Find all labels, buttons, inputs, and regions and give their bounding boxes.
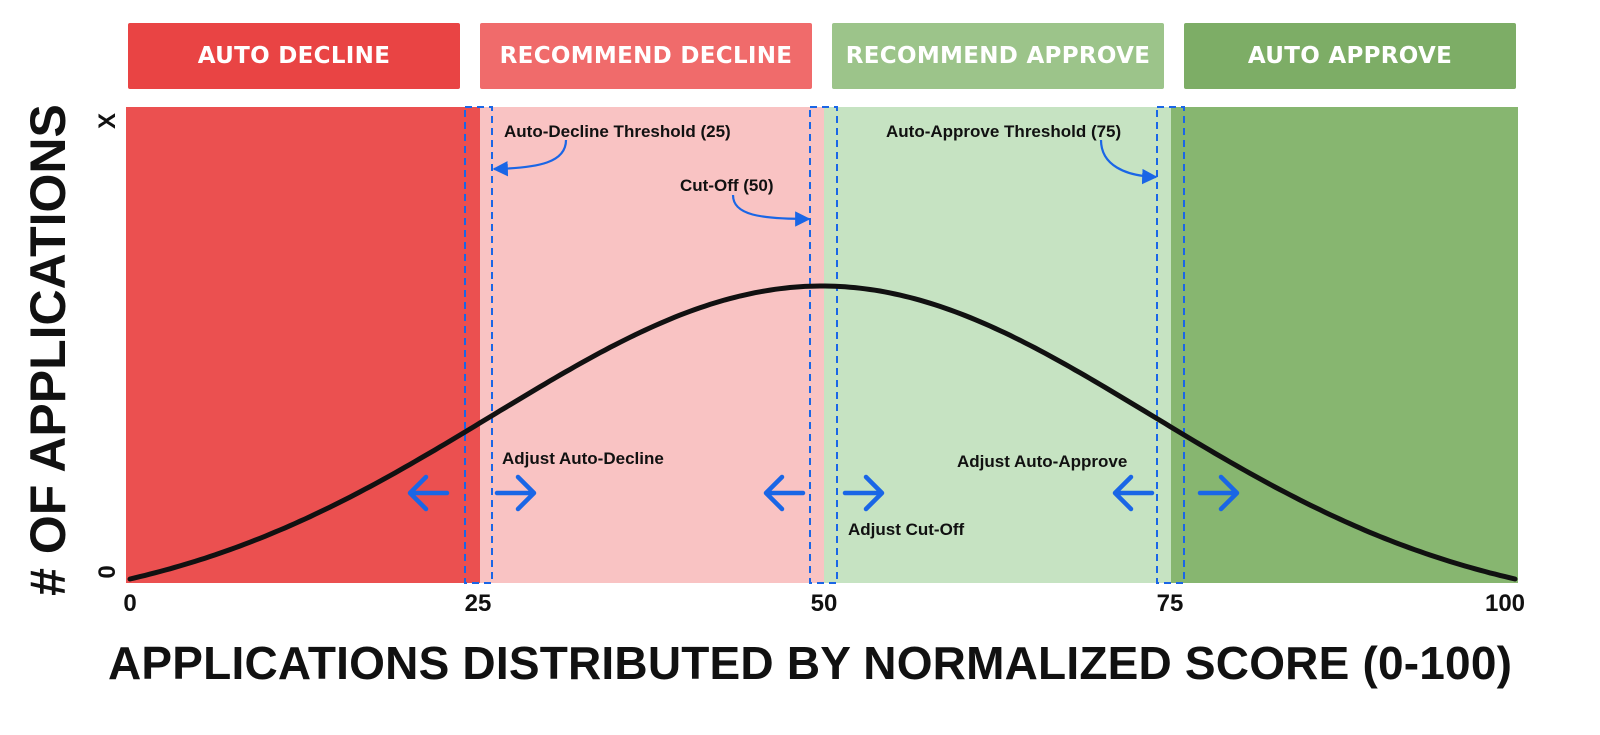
auto-decline-threshold-pointer — [492, 139, 568, 177]
y-axis-label: # OF APPLICATIONS — [20, 104, 76, 596]
auto-approve-threshold-label: Auto-Approve Threshold (75) — [886, 122, 1122, 141]
zone-recommend-approve — [824, 107, 1171, 583]
x-tick-75: 75 — [1156, 590, 1184, 617]
adjust-cut-off-label: Adjust Cut-Off — [848, 520, 965, 539]
right-arrow-icon — [1197, 474, 1240, 512]
x-tick-50: 50 — [810, 590, 838, 617]
x-tick-100: 100 — [1484, 590, 1526, 617]
header-auto-decline: AUTO DECLINE — [128, 23, 460, 89]
right-arrow-icon — [494, 474, 537, 512]
zone-auto-decline — [126, 107, 480, 583]
x-axis-label: APPLICATIONS DISTRIBUTED BY NORMALIZED S… — [108, 637, 1513, 689]
left-arrow-icon — [763, 474, 806, 512]
x-tick-25: 25 — [464, 590, 492, 617]
y-tick-bottom: 0 — [94, 565, 121, 579]
header-recommend-approve: RECOMMEND APPROVE — [832, 23, 1164, 89]
cut-off-label: Cut-Off (50) — [680, 176, 774, 195]
threshold-box-auto-approve — [1156, 106, 1185, 584]
right-arrow-icon — [842, 474, 885, 512]
auto-decline-threshold-label: Auto-Decline Threshold (25) — [504, 122, 731, 141]
y-tick-top: X — [94, 112, 121, 130]
distribution-curve — [127, 283, 1518, 582]
left-arrow-icon — [407, 474, 450, 512]
left-arrow-icon — [1112, 474, 1155, 512]
cut-off-pointer — [731, 194, 811, 227]
x-tick-0: 0 — [123, 590, 137, 617]
auto-approve-threshold-pointer — [1099, 139, 1158, 185]
threshold-box-auto-decline — [464, 106, 493, 584]
adjust-auto-decline-label: Adjust Auto-Decline — [502, 449, 664, 468]
header-auto-approve: AUTO APPROVE — [1184, 23, 1516, 89]
threshold-box-cut-off — [809, 106, 838, 584]
zone-recommend-decline — [480, 107, 824, 583]
adjust-auto-approve-label: Adjust Auto-Approve — [957, 452, 1128, 471]
zone-auto-approve — [1171, 107, 1518, 583]
header-recommend-decline: RECOMMEND DECLINE — [480, 23, 812, 89]
